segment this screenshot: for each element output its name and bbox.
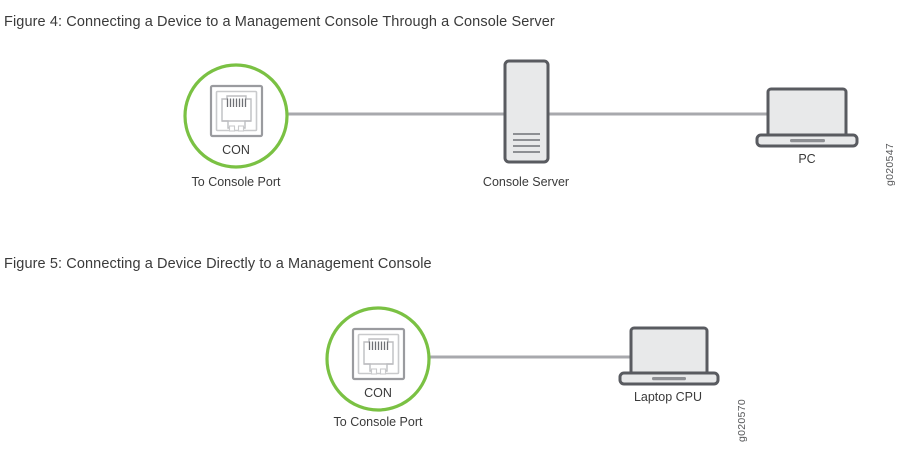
console-port-con-label: CON — [222, 143, 250, 157]
laptop-cpu-icon — [618, 326, 720, 386]
figure-4-id: g020547 — [884, 143, 896, 186]
laptop-cpu-label: Laptop CPU — [633, 390, 703, 404]
console-port-label: To Console Port — [191, 175, 281, 189]
pc-laptop-icon — [755, 87, 859, 148]
console-port-con-label-2: CON — [364, 386, 392, 400]
console-server-icon — [503, 59, 550, 164]
console-port-label-2: To Console Port — [333, 415, 423, 429]
figure-5-caption: Figure 5: Connecting a Device Directly t… — [4, 256, 432, 272]
console-port-jack-icon — [209, 84, 264, 138]
console-server-label: Console Server — [482, 175, 570, 189]
console-port-jack-icon-2 — [351, 327, 406, 381]
figure-4-caption: Figure 4: Connecting a Device to a Manag… — [4, 14, 555, 30]
pc-label: PC — [798, 152, 816, 166]
figure-5-id: g020570 — [736, 399, 748, 442]
